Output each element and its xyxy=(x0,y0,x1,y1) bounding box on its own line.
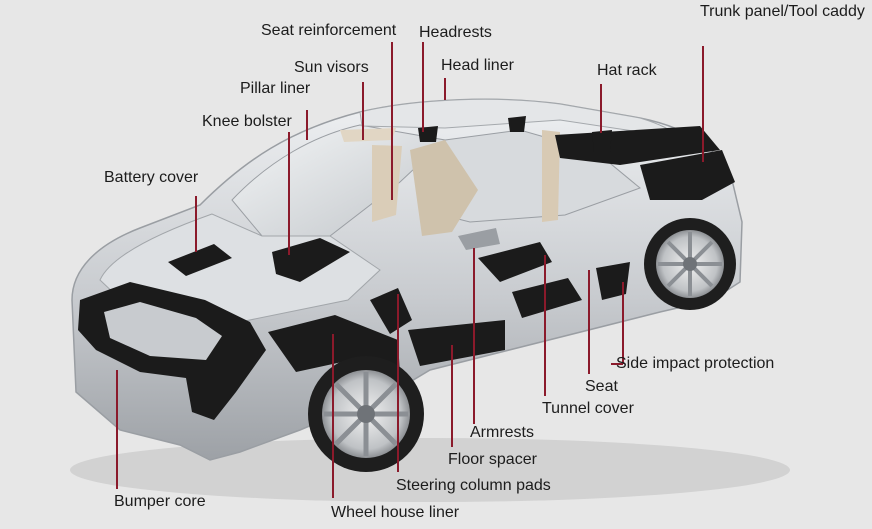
headrest-part-2 xyxy=(508,116,526,132)
label-wheel-house-liner: Wheel house liner xyxy=(331,504,460,521)
steering-pad-part xyxy=(370,288,412,334)
label-steering-column-pads: Steering column pads xyxy=(396,477,551,494)
tunnel-cover-part xyxy=(512,278,582,318)
label-pillar-liner: Pillar liner xyxy=(240,80,311,97)
label-armrests: Armrests xyxy=(470,424,534,441)
rear-wheel xyxy=(644,218,736,310)
side-impact-part xyxy=(596,262,630,300)
label-sun-visors: Sun visors xyxy=(294,59,369,76)
label-headrests: Headrests xyxy=(419,24,492,41)
trunk-panel-part xyxy=(640,150,735,200)
label-seat: Seat xyxy=(585,378,618,395)
ground-shadow xyxy=(70,438,790,502)
label-tunnel-cover: Tunnel cover xyxy=(542,400,634,417)
label-seat-reinforcement: Seat reinforcement xyxy=(261,22,397,39)
pillar-part xyxy=(410,140,478,236)
knee-bolster-part xyxy=(272,238,350,282)
front-wheel xyxy=(308,356,424,472)
label-knee-bolster: Knee bolster xyxy=(202,113,292,130)
sun-visor-part xyxy=(340,128,396,142)
mirror-part xyxy=(458,228,500,250)
label-trunk-panel: Trunk panel/Tool caddy xyxy=(700,3,865,20)
armrest-part xyxy=(478,242,552,282)
roll-bar-part xyxy=(542,130,560,222)
seat-reinforcement-part xyxy=(372,145,402,222)
headrest-part-3 xyxy=(592,130,612,152)
label-battery-cover: Battery cover xyxy=(104,169,199,186)
bumper-opening xyxy=(104,302,222,360)
label-floor-spacer: Floor spacer xyxy=(448,451,537,468)
battery-cover-part xyxy=(168,244,232,276)
label-hat-rack: Hat rack xyxy=(597,62,657,79)
label-bumper-core: Bumper core xyxy=(114,493,206,510)
floor-spacer-part xyxy=(408,320,505,366)
label-head-liner: Head liner xyxy=(441,57,514,74)
label-side-impact: Side impact protection xyxy=(616,355,775,372)
leader-lines xyxy=(116,42,704,498)
headrest-part-1 xyxy=(418,126,438,142)
